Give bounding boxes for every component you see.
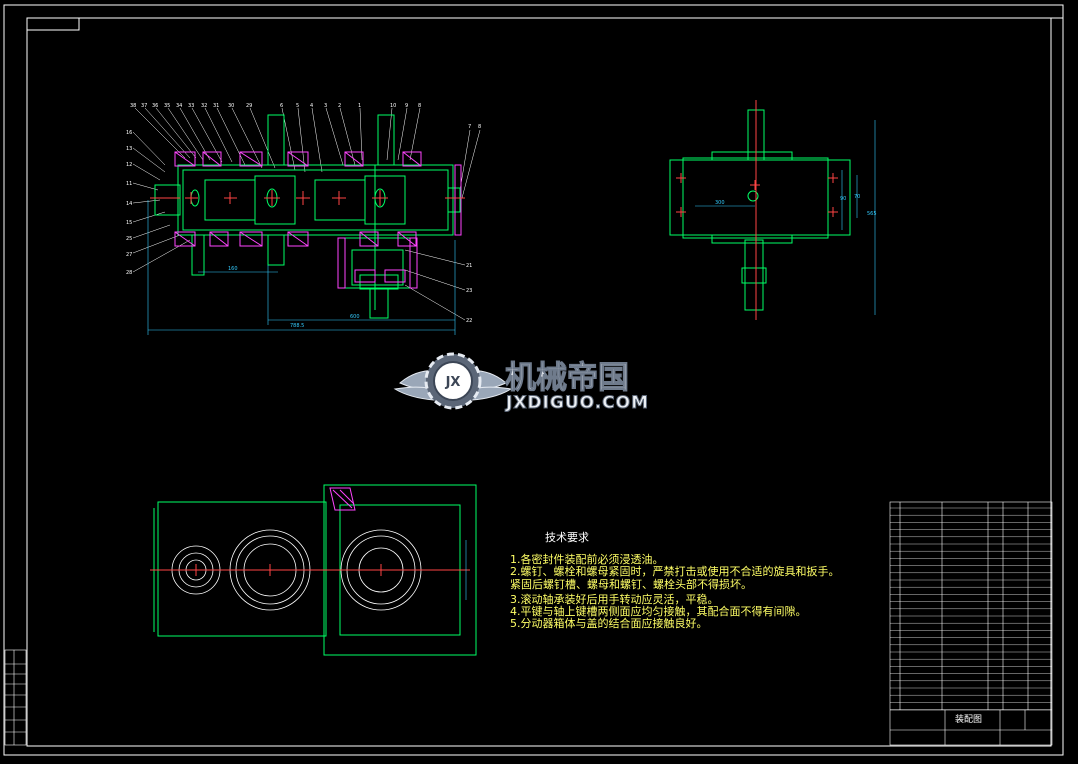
svg-text:29: 29: [246, 103, 252, 109]
svg-text:38: 38: [130, 103, 136, 109]
svg-text:8: 8: [478, 124, 481, 130]
parts-list-rows: [890, 507, 1052, 710]
watermark-gear-icon: [424, 352, 482, 410]
watermark-en: JXDIGUO.COM: [505, 393, 649, 413]
technical-requirements: 技术要求 1.各密封件装配前必须浸透油。 2.螺钉、螺栓和螺母紧固时，严禁打击或…: [510, 531, 840, 630]
tech-req-item-2-cont: 紧固后螺钉槽、螺母和螺钉、螺栓头部不得损坏。: [510, 577, 752, 591]
svg-text:1: 1: [358, 103, 361, 109]
svg-text:12: 12: [126, 162, 132, 168]
svg-text:34: 34: [176, 103, 182, 109]
svg-text:5: 5: [296, 103, 299, 109]
svg-text:600: 600: [350, 314, 360, 320]
svg-text:160: 160: [228, 266, 238, 272]
svg-text:4: 4: [310, 103, 313, 109]
svg-text:22: 22: [466, 318, 472, 324]
svg-text:21: 21: [466, 263, 472, 269]
svg-text:32: 32: [201, 103, 207, 109]
side-view: 300 90 70 565: [669, 100, 877, 320]
svg-text:13: 13: [126, 146, 132, 152]
svg-text:36: 36: [152, 103, 158, 109]
tech-req-item-5: 5.分动器箱体与盖的结合面应接触良好。: [510, 616, 708, 630]
svg-text:23: 23: [466, 288, 472, 294]
watermark: JX 机械帝国 JXDIGUO.COM: [393, 352, 649, 414]
svg-text:25: 25: [126, 236, 132, 242]
svg-text:31: 31: [213, 103, 219, 109]
svg-text:9: 9: [405, 103, 408, 109]
title-block-drawing-title: 装配图: [955, 713, 982, 725]
svg-text:6: 6: [280, 103, 283, 109]
svg-text:35: 35: [164, 103, 170, 109]
tech-req-item-2: 2.螺钉、螺栓和螺母紧固时，严禁打击或使用不合适的旋具和扳手。: [510, 564, 840, 578]
svg-text:10: 10: [390, 103, 396, 109]
svg-text:70: 70: [854, 194, 860, 200]
svg-text:90: 90: [840, 196, 846, 202]
sheet-frame: [3, 4, 1064, 756]
svg-text:11: 11: [126, 181, 132, 187]
svg-text:565: 565: [867, 211, 877, 217]
watermark-cn: 机械帝国: [505, 360, 629, 396]
svg-text:16: 16: [126, 130, 132, 136]
tech-req-item-3: 3.滚动轴承装好后用手转动应灵活，平稳。: [510, 592, 719, 606]
svg-text:2: 2: [338, 103, 341, 109]
svg-text:14: 14: [126, 201, 132, 207]
svg-text:3: 3: [324, 103, 327, 109]
svg-text:30: 30: [228, 103, 234, 109]
tech-req-item-1: 1.各密封件装配前必须浸透油。: [510, 552, 664, 566]
svg-text:8: 8: [418, 103, 421, 109]
svg-text:37: 37: [141, 103, 147, 109]
title-block: [890, 709, 1052, 745]
svg-text:7: 7: [468, 124, 471, 130]
svg-text:28: 28: [126, 270, 132, 276]
left-margin-table: [4, 649, 27, 746]
tech-req-item-4: 4.平键与轴上键槽两侧面应均匀接触，其配合面不得有间隙。: [510, 604, 807, 618]
svg-text:15: 15: [126, 220, 132, 226]
parts-list: [889, 501, 1053, 746]
top-view: [150, 484, 477, 656]
svg-text:27: 27: [126, 252, 132, 258]
watermark-logo-text: JX: [445, 375, 461, 390]
tech-req-title: 技术要求: [545, 531, 589, 544]
svg-text:788.5: 788.5: [290, 323, 304, 329]
svg-text:33: 33: [188, 103, 194, 109]
svg-text:300: 300: [715, 200, 725, 206]
